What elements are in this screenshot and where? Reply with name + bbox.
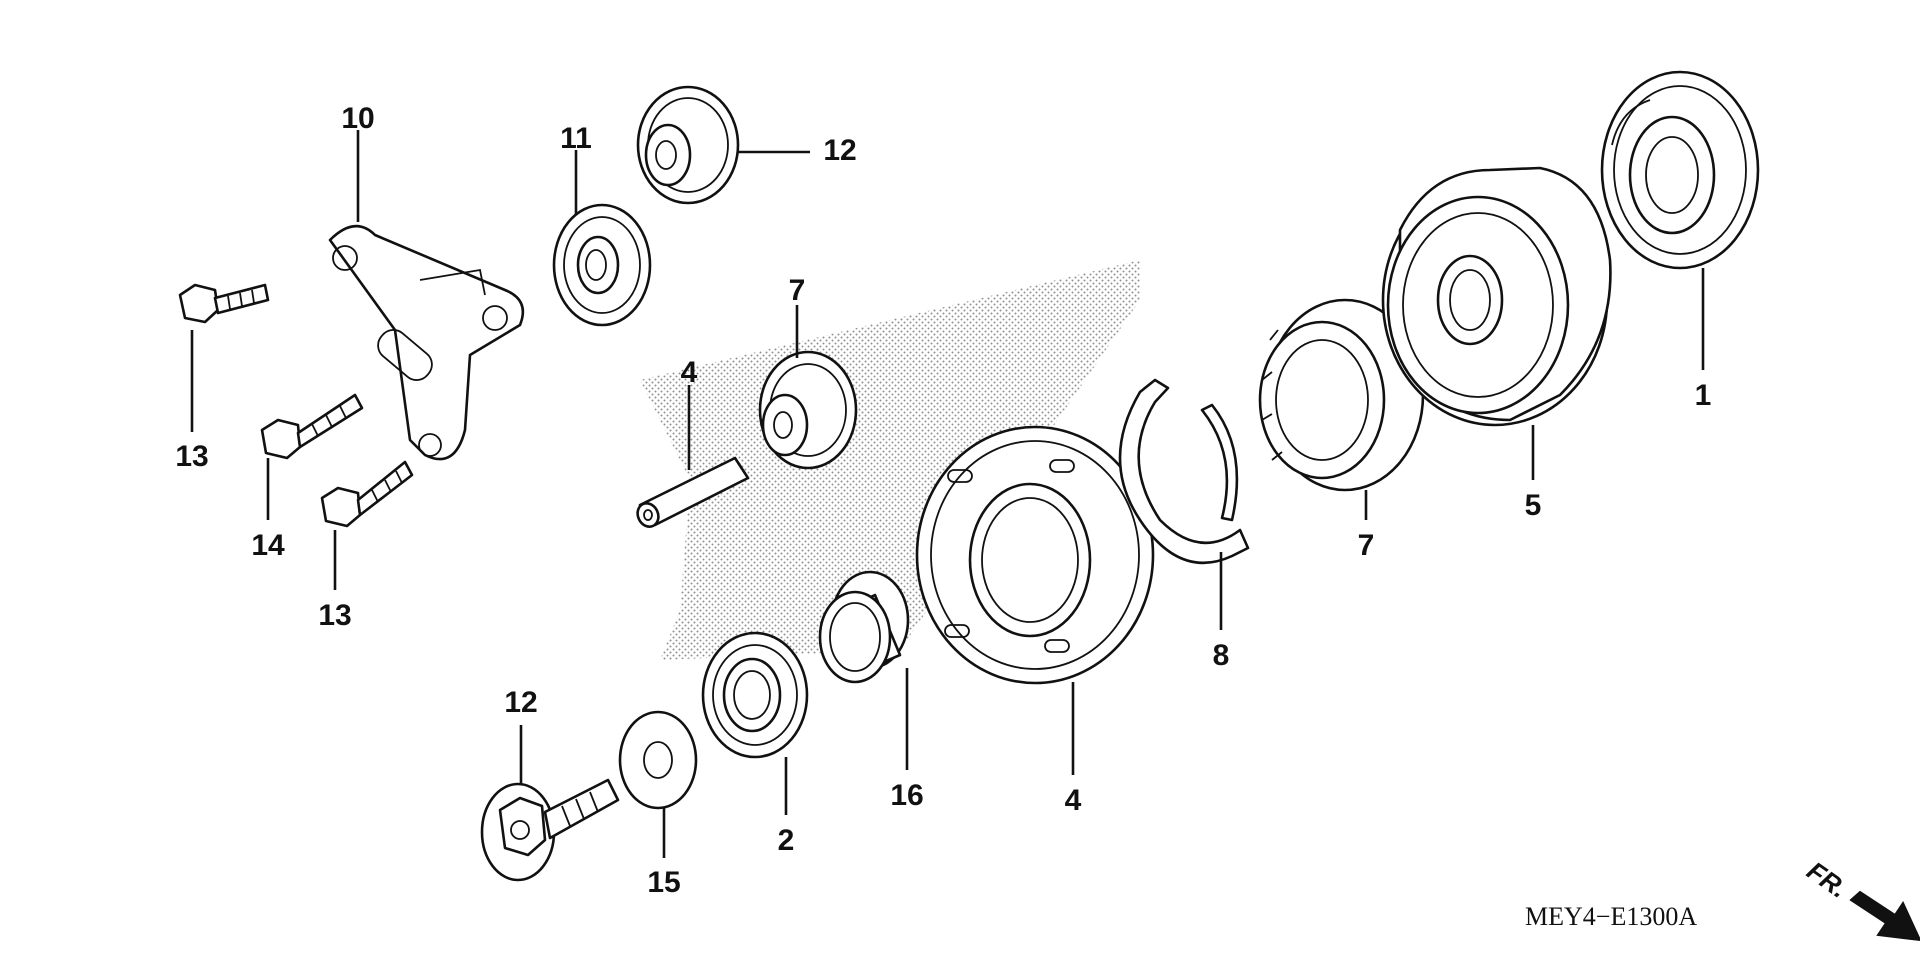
callout-6: 7 — [789, 274, 806, 307]
callout-12: 12 — [504, 686, 537, 719]
part-13-bolt-upper[interactable] — [178, 283, 270, 324]
front-direction-arrow-icon: FR. — [1802, 855, 1920, 942]
callout-1: 1 — [1695, 379, 1712, 412]
part-4-gear[interactable] — [915, 425, 1155, 685]
callout-13-upper: 13 — [175, 440, 208, 473]
drawing-code: MEY4−E1300A — [1525, 902, 1697, 931]
part-7-one-way-clutch[interactable] — [1258, 298, 1425, 492]
callout-15: 15 — [647, 866, 680, 899]
part-10-gear[interactable] — [552, 203, 652, 327]
part-5-clutch-outer[interactable] — [1381, 166, 1612, 427]
callout-4: 4 — [1065, 784, 1082, 817]
callout-16: 16 — [890, 779, 923, 812]
callout-5: 5 — [1525, 489, 1542, 522]
part-1-gear[interactable] — [1600, 70, 1760, 270]
shaded-area — [640, 260, 1140, 660]
callout-3: 4 — [681, 356, 698, 389]
part-3-shaft[interactable] — [634, 456, 750, 530]
callout-10: 11 — [560, 122, 592, 155]
part-13-bolt-lower[interactable] — [320, 460, 414, 528]
callout-8: 8 — [1213, 639, 1230, 672]
part-12-bolt[interactable] — [480, 778, 620, 882]
part-14-bolt[interactable] — [260, 393, 364, 460]
callouts: 10 11 12 7 4 13 14 13 12 15 2 16 4 8 7 5… — [175, 102, 1711, 899]
callout-2: 2 — [778, 824, 795, 857]
part-11-gear[interactable] — [636, 85, 740, 205]
leader-lines — [190, 130, 1705, 858]
callout-14: 14 — [251, 529, 285, 562]
part-2-gear[interactable] — [701, 631, 809, 759]
part-9-bracket[interactable] — [328, 224, 525, 461]
part-15-washer[interactable] — [618, 710, 698, 810]
callout-11: 12 — [823, 134, 856, 167]
part-6-gear[interactable] — [758, 350, 858, 470]
callout-13-lower: 13 — [318, 599, 351, 632]
part-16-needle-bearing[interactable] — [818, 570, 910, 684]
direction-label: FR. — [1802, 855, 1854, 904]
callout-9: 10 — [341, 102, 374, 135]
part-8-snap-ring[interactable] — [1118, 378, 1250, 565]
callout-7: 7 — [1358, 529, 1375, 562]
